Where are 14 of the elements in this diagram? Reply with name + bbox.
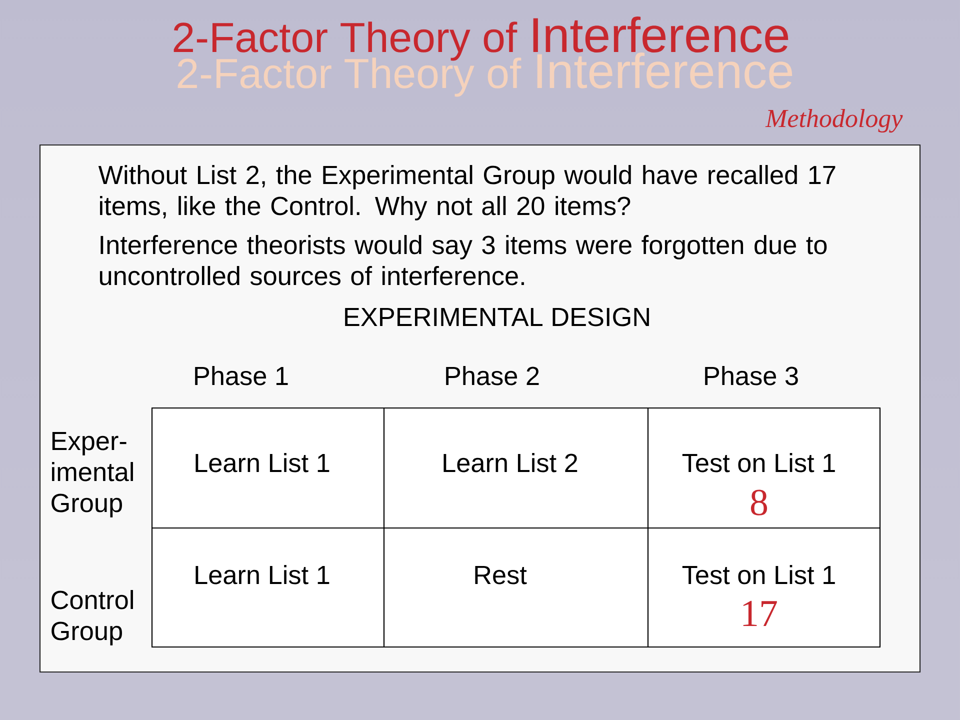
paragraph: Interference theorists would say 3 items were forgotten due to uncontrolled sources of interference. — [100, 235, 827, 286]
table-cell: Learn List 1 — [151, 407, 385, 529]
table-cell: Rest — [383, 527, 649, 648]
row-header: Exper- imental Group — [52, 432, 133, 518]
score: 17 — [743, 600, 777, 626]
column-header: Phase 3 — [705, 366, 798, 386]
heading: EXPERIMENTAL DESIGN — [345, 308, 649, 326]
column-header: Phase 2 — [446, 366, 539, 386]
subtitle: Methodology — [765, 108, 903, 133]
score: 8 — [750, 490, 768, 516]
table-cell: Learn List 2 — [383, 407, 649, 529]
row-header: Control Group — [52, 590, 133, 646]
table-cell: Learn List 1 — [151, 527, 385, 648]
paragraph: Without List 2, the Experimental Group would have recalled 17 items, like the Control. Why not all 20 items? — [98, 165, 836, 220]
